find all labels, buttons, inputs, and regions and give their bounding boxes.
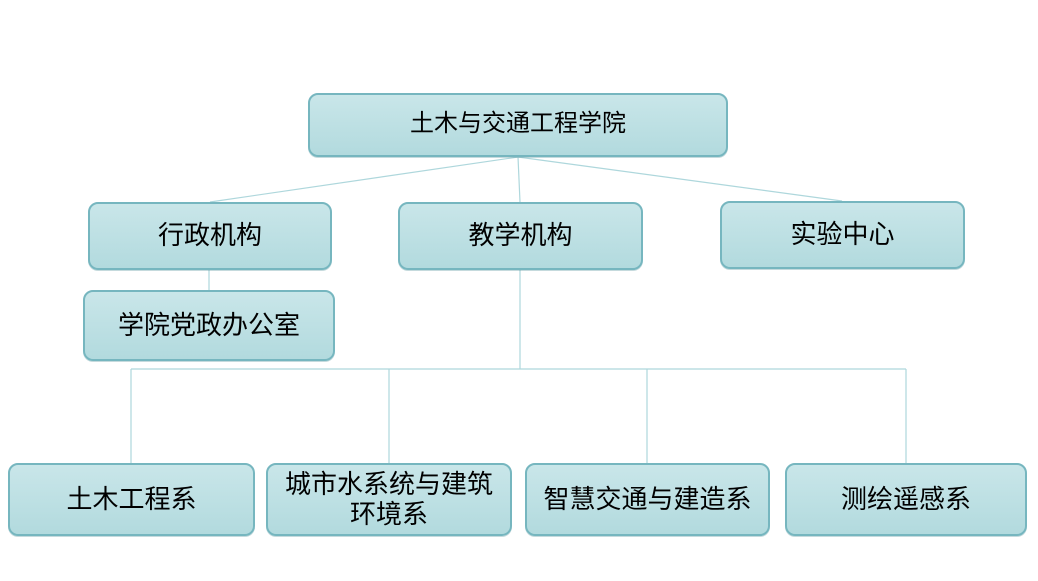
org-node-surveying-remote-sensing-dept: 测绘遥感系 [785,463,1027,536]
org-node-smart-transport-dept-label: 智慧交通与建造系 [543,484,752,514]
org-node-experiment-center-label: 实验中心 [790,220,895,250]
org-node-party-gov-office-label: 学院党政办公室 [117,310,300,340]
org-node-surveying-remote-sensing-dept-label: 测绘遥感系 [840,484,971,514]
org-node-civil-engineering-dept-label: 土木工程系 [66,484,197,514]
org-node-admin-org: 行政机构 [88,202,332,270]
org-node-party-gov-office: 学院党政办公室 [83,290,335,361]
org-node-smart-transport-dept: 智慧交通与建造系 [525,463,770,536]
org-node-college-label: 土木与交通工程学院 [410,111,626,138]
org-node-teaching-org: 教学机构 [398,202,643,270]
org-node-urban-water-dept: 城市水系统与建筑环境系 [266,463,512,536]
org-node-urban-water-dept-label: 城市水系统与建筑环境系 [284,469,493,529]
org-node-teaching-org-label: 教学机构 [468,221,573,251]
connector-root-teaching [517,156,521,203]
org-node-civil-engineering-dept: 土木工程系 [8,463,255,536]
connector-root-lab [517,156,843,202]
connector-root-admin [209,156,519,203]
org-node-admin-org-label: 行政机构 [157,221,262,251]
org-node-experiment-center: 实验中心 [720,201,965,269]
org-node-college: 土木与交通工程学院 [308,93,728,157]
